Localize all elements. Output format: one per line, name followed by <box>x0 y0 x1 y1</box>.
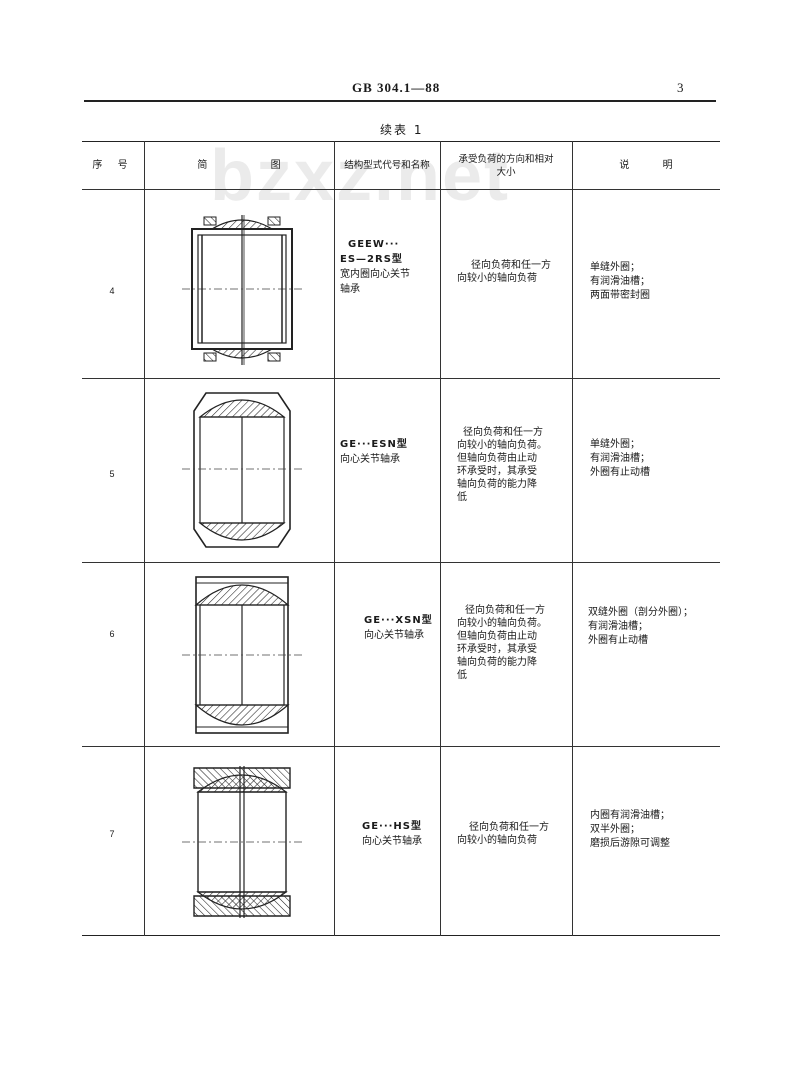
load-description: 径向负荷和任一方 向较小的轴向负荷 <box>457 821 569 847</box>
note-description: 双缝外圈（剖分外圈）； 有润滑油槽； 外圈有止动槽 <box>588 606 720 648</box>
load-line: 向较小的轴向负荷。 <box>457 440 547 451</box>
row-divider <box>82 562 720 563</box>
row-number: 7 <box>109 829 115 839</box>
note-line: 有润滑油槽； <box>590 276 650 287</box>
column-divider <box>440 141 441 936</box>
note-line: 外圈有止动槽 <box>588 635 648 646</box>
load-line: 低 <box>457 492 467 503</box>
row-divider <box>82 378 720 379</box>
structure-code: GE···XSN型 <box>364 615 433 626</box>
load-line: 径向负荷和任一方 <box>463 427 543 438</box>
bearing-drawing-hs <box>182 766 302 918</box>
column-divider <box>144 141 145 936</box>
note-description: 单缝外圈； 有润滑油槽； 外圈有止动槽 <box>590 438 715 480</box>
bearing-drawing-esn <box>182 392 302 548</box>
table-bottom-border <box>82 935 720 936</box>
row-divider <box>82 746 720 747</box>
structure-name: GE···HS型 向心关节轴承 <box>340 819 440 849</box>
row-number: 6 <box>109 629 115 639</box>
structure-code: GE···HS型 <box>362 821 423 832</box>
note-line: 有润滑油槽； <box>590 453 650 464</box>
row-number: 5 <box>109 469 115 479</box>
load-line: 向较小的轴向负荷。 <box>457 618 547 629</box>
note-line: 磨损后游隙可调整 <box>590 838 670 849</box>
header-divider <box>82 189 720 190</box>
load-line: 径向负荷和任一方 <box>465 605 545 616</box>
load-description: 径向负荷和任一方 向较小的轴向负荷。 但轴向负荷由止动 环承受时，其承受 轴向负… <box>457 604 569 682</box>
column-divider <box>572 141 573 936</box>
load-line: 环承受时，其承受 <box>457 466 537 477</box>
structure-line: 轴承 <box>340 284 360 295</box>
note-description: 内圈有润滑油槽； 双半外圈； 磨损后游隙可调整 <box>590 809 715 851</box>
load-line: 径向负荷和任一方 <box>469 822 549 833</box>
load-line: 向较小的轴向负荷 <box>457 835 537 846</box>
load-line: 向较小的轴向负荷 <box>457 273 537 284</box>
load-line: 环承受时，其承受 <box>457 644 537 655</box>
page-number: 3 <box>677 80 684 95</box>
note-line: 内圈有润滑油槽； <box>590 810 670 821</box>
table-top-border <box>82 141 720 142</box>
structure-name: GE···XSN型 向心关节轴承 <box>340 613 440 643</box>
structure-code: GE···ESN型 <box>340 439 408 450</box>
watermark: bzxz.net <box>210 136 511 216</box>
load-line: 轴向负荷的能力降 <box>457 479 537 490</box>
load-line: 但轴向负荷由止动 <box>457 453 537 464</box>
structure-line: 宽内圈向心关节 <box>340 269 410 280</box>
structure-name: GEEW··· ES—2RS型 宽内圈向心关节 轴承 <box>340 237 440 297</box>
note-line: 双半外圈； <box>590 824 640 835</box>
standard-number: GB 304.1—88 <box>352 80 441 95</box>
load-description: 径向负荷和任一方 向较小的轴向负荷 <box>457 259 569 285</box>
row-number: 4 <box>109 286 115 296</box>
col-header-figure: 简 图 <box>197 160 281 171</box>
note-line: 单缝外圈； <box>590 262 640 273</box>
note-line: 单缝外圈； <box>590 439 640 450</box>
load-line: 径向负荷和任一方 <box>471 260 551 271</box>
note-line: 有润滑油槽； <box>588 621 648 632</box>
column-divider <box>334 141 335 936</box>
structure-line: 向心关节轴承 <box>340 454 400 465</box>
structure-line: 向心关节轴承 <box>362 836 422 847</box>
load-description: 径向负荷和任一方 向较小的轴向负荷。 但轴向负荷由止动 环承受时，其承受 轴向负… <box>457 426 569 504</box>
note-line: 双缝外圈（剖分外圈）； <box>588 607 693 618</box>
load-line: 轴向负荷的能力降 <box>457 657 537 668</box>
bearing-drawing-geebw-2rs <box>182 215 302 365</box>
note-line: 外圈有止动槽 <box>590 467 650 478</box>
col-header-load: 承受负荷的方向和相对大小 <box>458 154 554 178</box>
structure-name: GE···ESN型 向心关节轴承 <box>340 437 440 467</box>
note-line: 两面带密封圈 <box>590 290 650 301</box>
structure-code: GEEW··· <box>348 239 400 250</box>
load-line: 低 <box>457 670 467 681</box>
col-header-note: 说 明 <box>619 160 673 171</box>
note-description: 单缝外圈； 有润滑油槽； 两面带密封圈 <box>590 261 715 303</box>
header-rule <box>84 100 716 102</box>
table-caption: 续表 1 <box>380 123 424 137</box>
col-header-no: 序 号 <box>92 160 134 171</box>
structure-line: ES—2RS型 <box>340 254 403 265</box>
col-header-structure: 结构型式代号和名称 <box>344 160 430 171</box>
load-line: 但轴向负荷由止动 <box>457 631 537 642</box>
bearing-drawing-xsn <box>182 576 302 734</box>
bearing-table: 序 号 简 图 结构型式代号和名称 承受负荷的方向和相对大小 说 明 4 GEE… <box>82 141 720 936</box>
structure-line: 向心关节轴承 <box>364 630 424 641</box>
